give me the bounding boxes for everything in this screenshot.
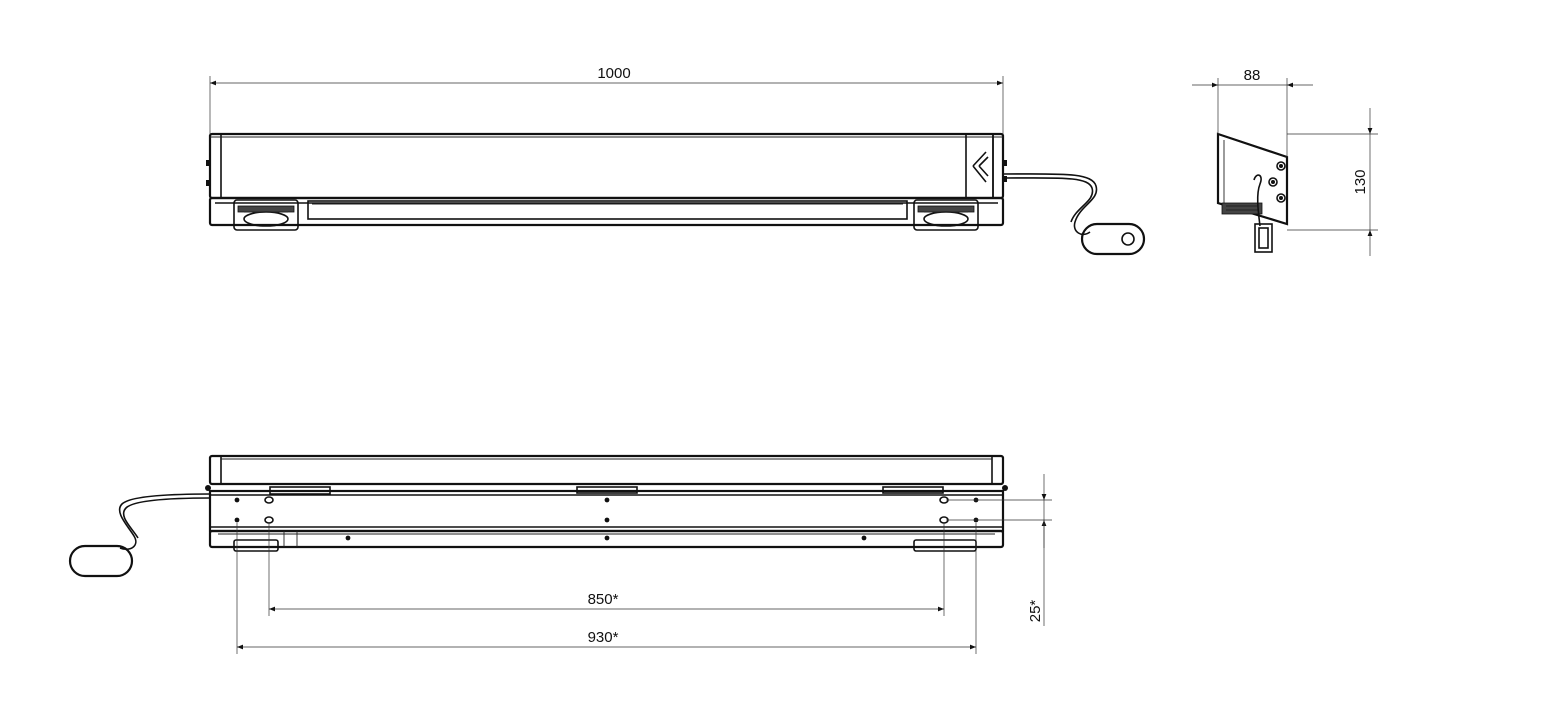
dim-label-88: 88 — [1244, 67, 1261, 84]
dim-mount-inner: 850* — [268, 523, 945, 616]
dim-mount-vertical: 25* — [946, 474, 1052, 626]
dim-mount-outer: 930* — [236, 523, 977, 654]
dim-side-depth: 88 — [1192, 67, 1313, 157]
dim-label-850: 850* — [588, 591, 619, 608]
side-view: 88 130 — [1192, 67, 1378, 256]
dim-label-930: 930* — [588, 629, 619, 646]
cable-remote — [1003, 173, 1146, 256]
dim-label-25: 25* — [1027, 600, 1044, 623]
rear-view: 850* 930* 25* — [68, 454, 1052, 654]
dim-label-130: 130 — [1352, 169, 1369, 194]
right-mount — [913, 199, 979, 231]
logo-mark-icon — [972, 151, 989, 183]
dim-front-length: 1000 — [209, 65, 1004, 134]
front-view: 1000 — [206, 65, 1146, 256]
left-mount — [233, 199, 299, 231]
dim-label-1000: 1000 — [597, 65, 630, 82]
rear-cable-remote — [68, 493, 211, 578]
dim-side-height: 130 — [1287, 108, 1378, 256]
